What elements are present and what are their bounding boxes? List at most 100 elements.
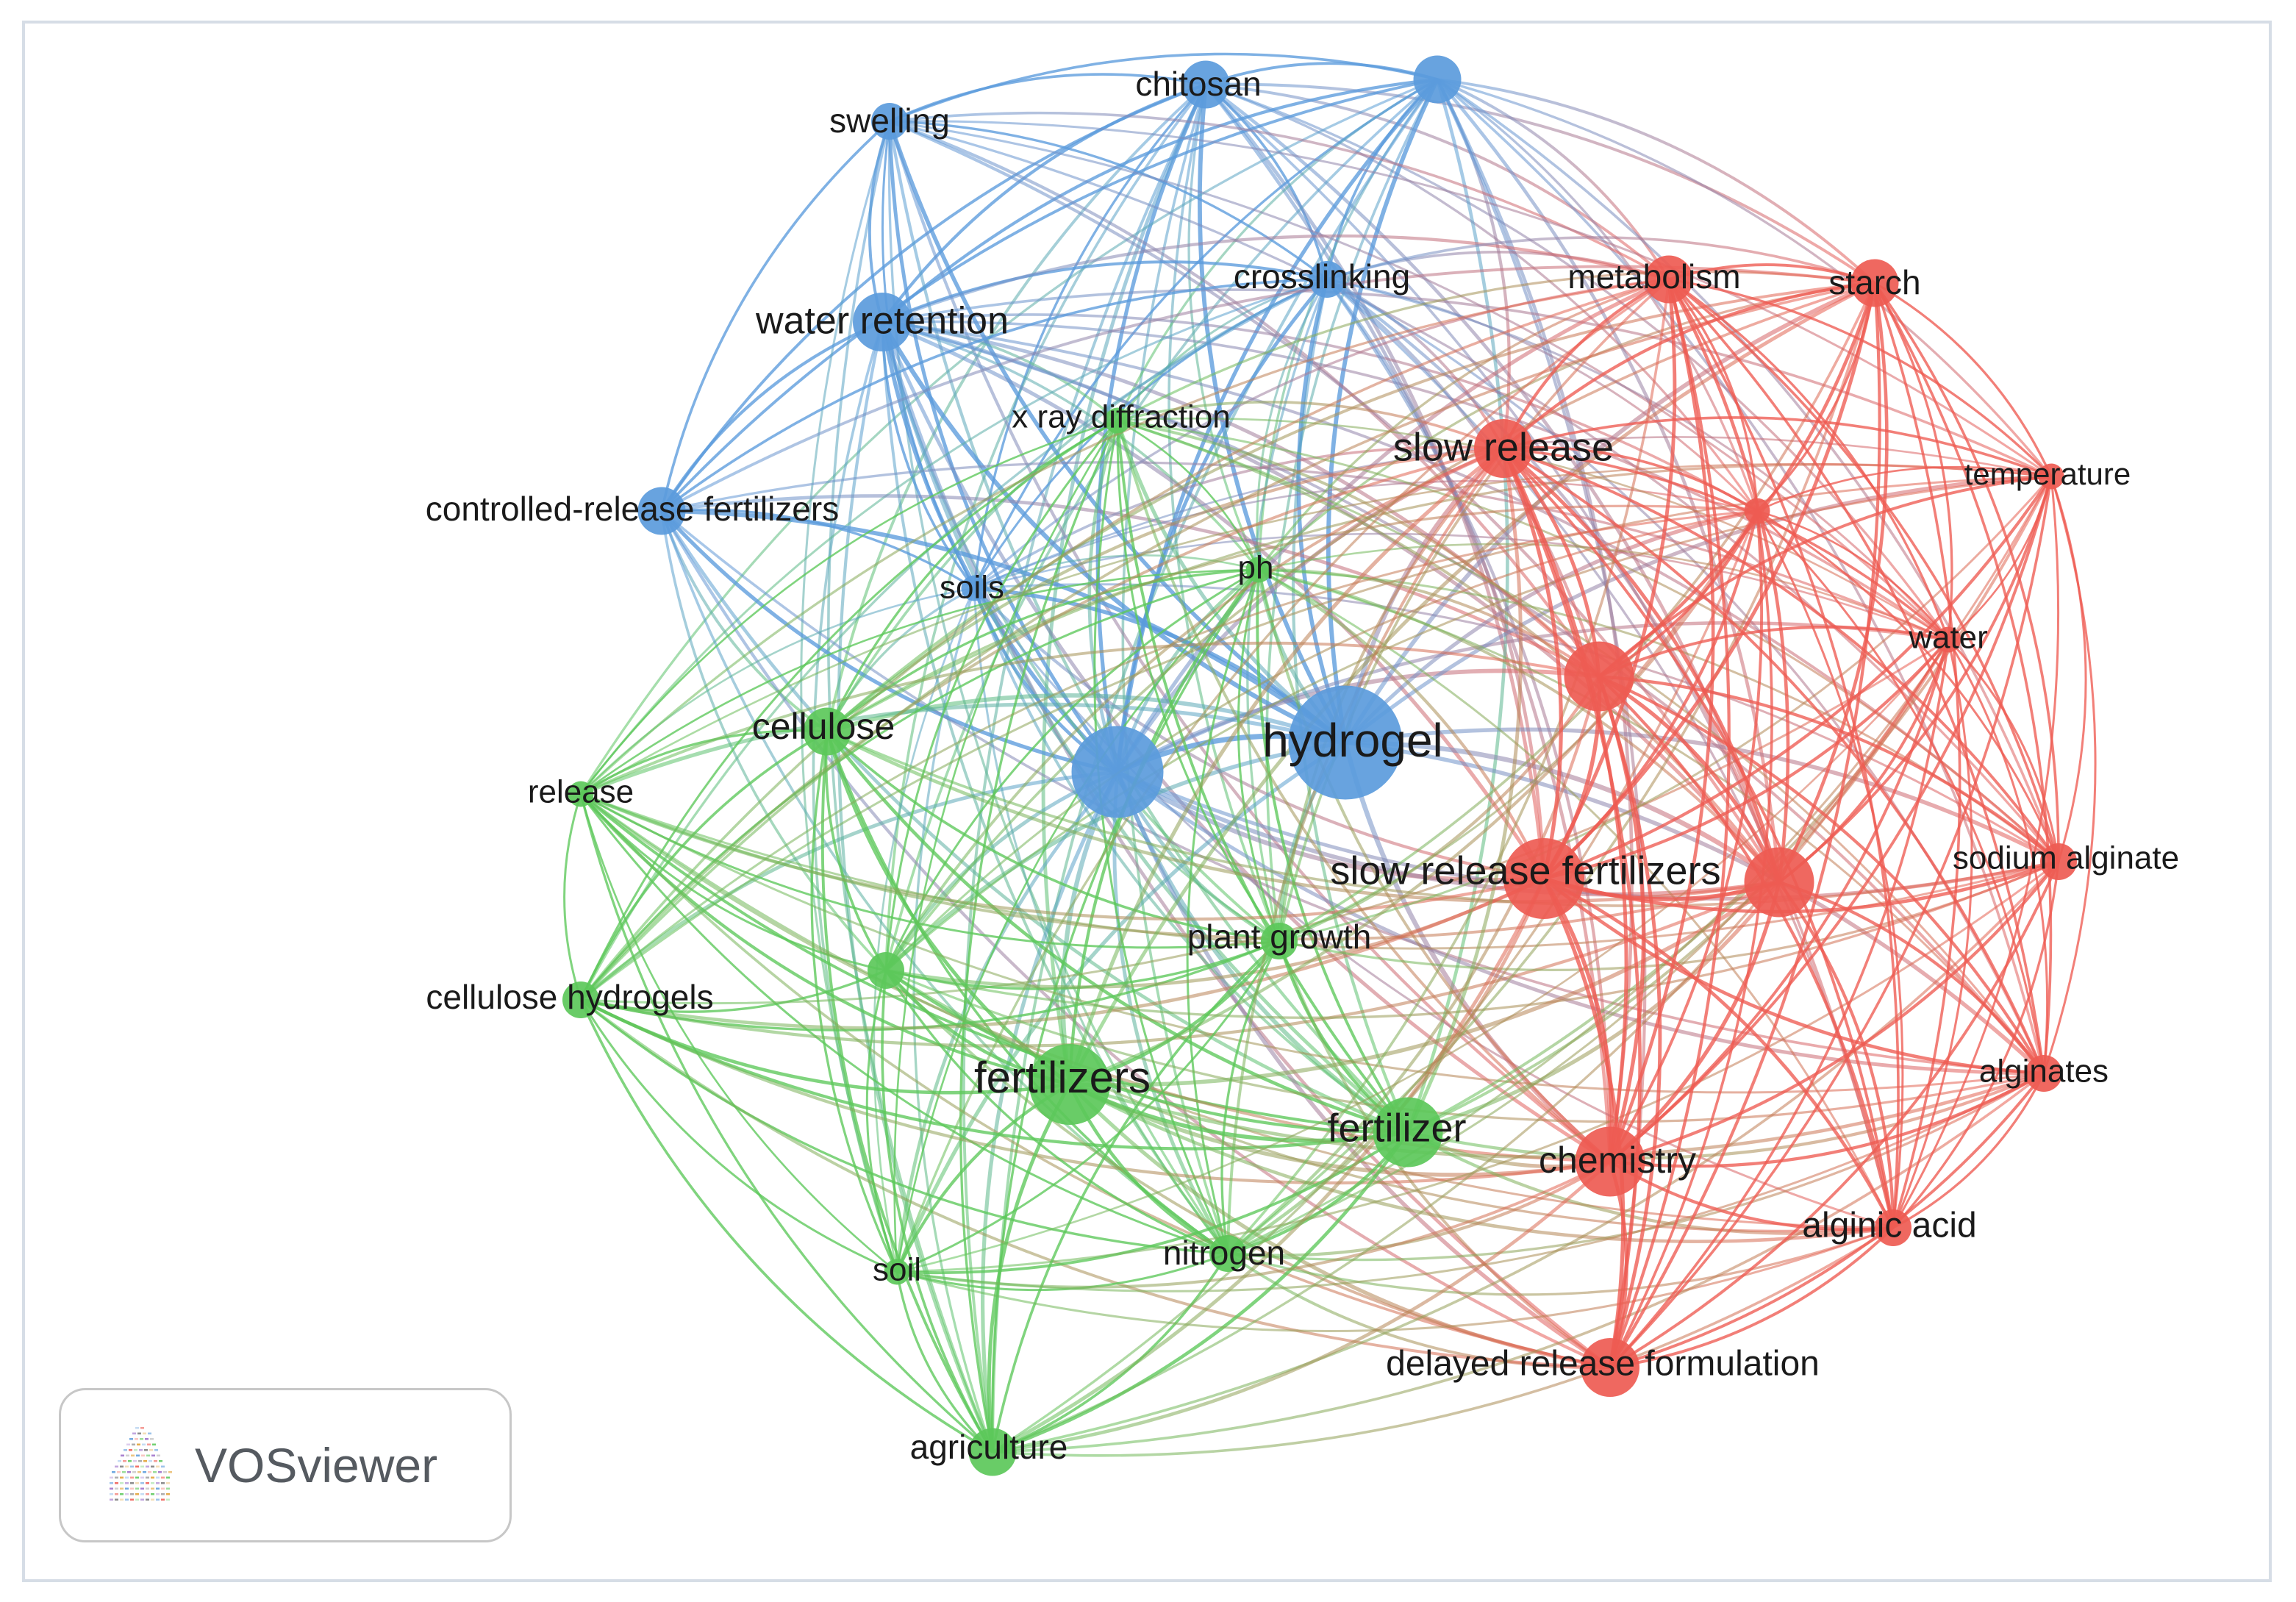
link-fertilizer-slow_release bbox=[1406, 448, 1523, 1134]
link-soils-soil bbox=[873, 587, 976, 1273]
label-ph[interactable]: ph bbox=[1238, 550, 1274, 586]
node-g-mid[interactable] bbox=[868, 952, 904, 989]
label-chemistry[interactable]: chemistry bbox=[1539, 1140, 1696, 1181]
label-fertilizer[interactable]: fertilizer bbox=[1327, 1106, 1466, 1150]
link-b_top-release bbox=[579, 78, 1438, 795]
link-crosslinking-starch bbox=[1326, 236, 1875, 285]
label-srf[interactable]: slow release fertilizers bbox=[1330, 848, 1720, 893]
label-release[interactable]: release bbox=[528, 774, 634, 810]
label-cellulose[interactable]: cellulose bbox=[752, 706, 895, 747]
node-water-retention[interactable] bbox=[853, 293, 912, 351]
link-ph-metabolism bbox=[1257, 278, 1670, 571]
node-swelling[interactable] bbox=[871, 103, 908, 140]
node-cellulose[interactable] bbox=[803, 707, 851, 756]
node-starch[interactable] bbox=[1850, 259, 1899, 307]
label-hydrogel[interactable]: hydrogel bbox=[1262, 714, 1443, 767]
link-crf-fertilizer bbox=[660, 509, 1409, 1134]
label-nitrogen[interactable]: nitrogen bbox=[1163, 1234, 1285, 1272]
node-b-center[interactable] bbox=[1071, 726, 1164, 818]
label-slow-release[interactable]: slow release bbox=[1393, 425, 1614, 469]
link-r_mid-drf bbox=[1597, 676, 1662, 1368]
link-temperature-alginic_acid bbox=[1892, 476, 2060, 1229]
node-srf[interactable] bbox=[1503, 838, 1584, 919]
node-plant-growth[interactable] bbox=[1261, 923, 1298, 959]
label-water-retention[interactable]: water retention bbox=[755, 300, 1009, 343]
link-metabolism-sodium_alginate bbox=[1667, 278, 2060, 862]
link-agriculture-alginates bbox=[992, 1072, 2045, 1453]
label-drf[interactable]: delayed release formulation bbox=[1386, 1345, 1820, 1384]
node-alginic-acid[interactable] bbox=[1875, 1209, 1911, 1246]
label-temperature[interactable]: temperature bbox=[1964, 457, 2131, 491]
label-xrd[interactable]: x ray diffraction bbox=[1012, 399, 1231, 435]
brand-name: VOSviewer bbox=[195, 1438, 438, 1492]
node-soils[interactable] bbox=[961, 575, 987, 601]
label-alginates[interactable]: alginates bbox=[1979, 1054, 2109, 1090]
node-alginates[interactable] bbox=[2025, 1055, 2062, 1092]
link-hydrogel-release bbox=[580, 702, 1346, 796]
link-metabolism-slow_release bbox=[1502, 278, 1670, 449]
node-hydrogel[interactable] bbox=[1288, 685, 1403, 800]
link-water-sodium_alginate bbox=[1947, 638, 2060, 862]
node-chemistry[interactable] bbox=[1575, 1126, 1645, 1197]
link-water-alginic_acid bbox=[1892, 639, 1973, 1229]
link-water_retention-soil bbox=[812, 321, 898, 1273]
link-water_retention-drf bbox=[880, 321, 1612, 1369]
link-cellulose_hydrogels-nitrogen bbox=[579, 998, 1229, 1255]
link-crosslinking-r_small bbox=[1326, 278, 1759, 512]
link-metabolism-alginic_acid bbox=[1667, 279, 1900, 1229]
node-metabolism[interactable] bbox=[1645, 255, 1693, 304]
node-r-right[interactable] bbox=[1744, 847, 1814, 918]
label-agriculture[interactable]: agriculture bbox=[910, 1428, 1068, 1466]
label-swelling[interactable]: swelling bbox=[829, 101, 950, 140]
node-agriculture[interactable] bbox=[968, 1428, 1017, 1476]
node-r-mid[interactable] bbox=[1564, 641, 1634, 712]
link-temperature-r_mid bbox=[1598, 475, 2052, 678]
label-metabolism[interactable]: metabolism bbox=[1567, 257, 1740, 296]
link-temperature-r_small bbox=[1756, 465, 2052, 512]
vosviewer-badge: VOSviewer bbox=[59, 1388, 512, 1542]
link-crf-alginates bbox=[660, 509, 2045, 1075]
node-crosslinking[interactable] bbox=[1309, 261, 1345, 298]
node-ph[interactable] bbox=[1245, 557, 1272, 583]
node-temperature[interactable] bbox=[2038, 463, 2064, 490]
label-fertilizers[interactable]: fertilizers bbox=[974, 1053, 1151, 1102]
node-cellulose-hydrogels[interactable] bbox=[562, 981, 599, 1018]
node-release[interactable] bbox=[568, 781, 594, 807]
node-sodium-alginate[interactable] bbox=[2040, 843, 2077, 880]
label-crf[interactable]: controlled-release fertilizers bbox=[426, 490, 839, 528]
node-fertilizers[interactable] bbox=[1029, 1044, 1110, 1125]
label-soil[interactable]: soil bbox=[873, 1252, 921, 1288]
node-fertilizer[interactable] bbox=[1373, 1097, 1443, 1167]
link-xrd-sodium_alginate bbox=[1117, 419, 2060, 863]
node-soil[interactable] bbox=[884, 1259, 910, 1285]
label-chitosan[interactable]: chitosan bbox=[1135, 65, 1261, 103]
label-plant-growth[interactable]: plant growth bbox=[1187, 918, 1372, 956]
label-soils[interactable]: soils bbox=[940, 570, 1004, 606]
link-srf-drf bbox=[1542, 877, 1626, 1368]
link-chitosan-agriculture bbox=[962, 84, 1207, 1453]
label-starch[interactable]: starch bbox=[1828, 263, 1920, 301]
link-g_mid-starch bbox=[884, 282, 1875, 972]
link-b_top-hydrogel bbox=[1326, 78, 1440, 743]
link-agriculture-chemistry bbox=[992, 1160, 1612, 1454]
link-slow_release-alginic_acid bbox=[1502, 447, 1895, 1229]
node-slow-release[interactable] bbox=[1474, 419, 1533, 478]
node-xrd[interactable] bbox=[1104, 407, 1131, 434]
link-slow_release-alginates bbox=[1502, 447, 2045, 1074]
vosviewer-logo-icon bbox=[110, 1427, 172, 1501]
node-nitrogen[interactable] bbox=[1209, 1235, 1246, 1272]
label-crosslinking[interactable]: crosslinking bbox=[1234, 257, 1410, 296]
label-sodium-alginate[interactable]: sodium alginate bbox=[1953, 840, 2179, 876]
label-cellulose-hydrogels[interactable]: cellulose hydrogels bbox=[426, 978, 713, 1016]
link-metabolism-r_small bbox=[1667, 278, 1759, 512]
label-water[interactable]: water bbox=[1908, 620, 1988, 656]
node-crf[interactable] bbox=[637, 487, 686, 535]
node-drf[interactable] bbox=[1581, 1338, 1639, 1397]
node-chitosan[interactable] bbox=[1181, 60, 1230, 109]
node-r-small[interactable] bbox=[1744, 498, 1770, 524]
label-alginic-acid[interactable]: alginic acid bbox=[1802, 1206, 1976, 1245]
node-b-top[interactable] bbox=[1413, 55, 1462, 104]
node-water[interactable] bbox=[1935, 626, 1961, 653]
link-g_mid-temperature bbox=[885, 475, 2052, 972]
